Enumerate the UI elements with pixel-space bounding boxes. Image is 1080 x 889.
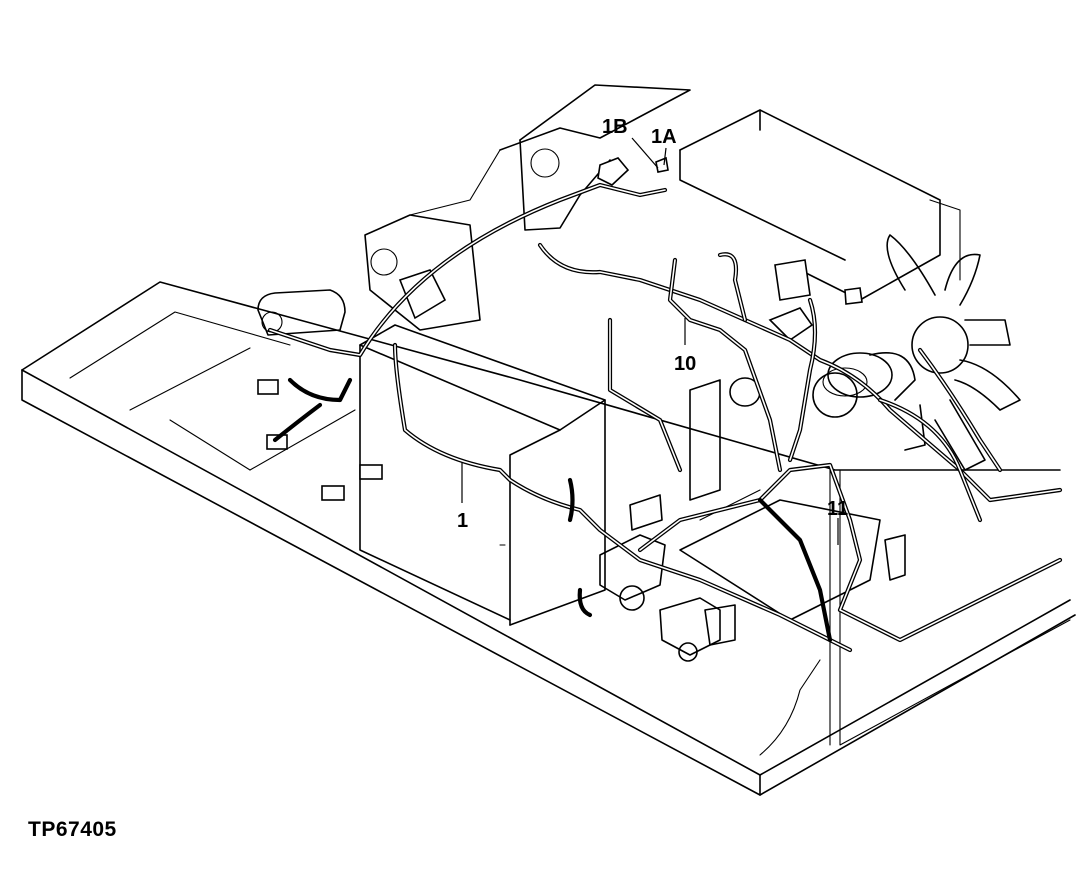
center-components [679,377,906,621]
callout-1a: 1A [651,126,677,148]
callout-leaders [461,137,839,545]
callout-10: 10 [674,353,696,375]
engine-block [679,109,961,301]
callout-1b: 1B [602,116,628,138]
callout-labels: 1B 1A 1 10 11 [457,116,848,532]
wiring-harness [267,182,1063,653]
callout-1: 1 [457,510,468,532]
figure-identifier: TP67405 [28,818,117,841]
callout-11: 11 [827,498,848,520]
connectors [257,156,863,501]
cooling-fan [886,234,1021,471]
alternator [812,351,916,418]
boom-mount [257,84,691,336]
relay-cluster [599,494,736,662]
machine-frame [21,281,1076,796]
battery-box [359,324,606,626]
